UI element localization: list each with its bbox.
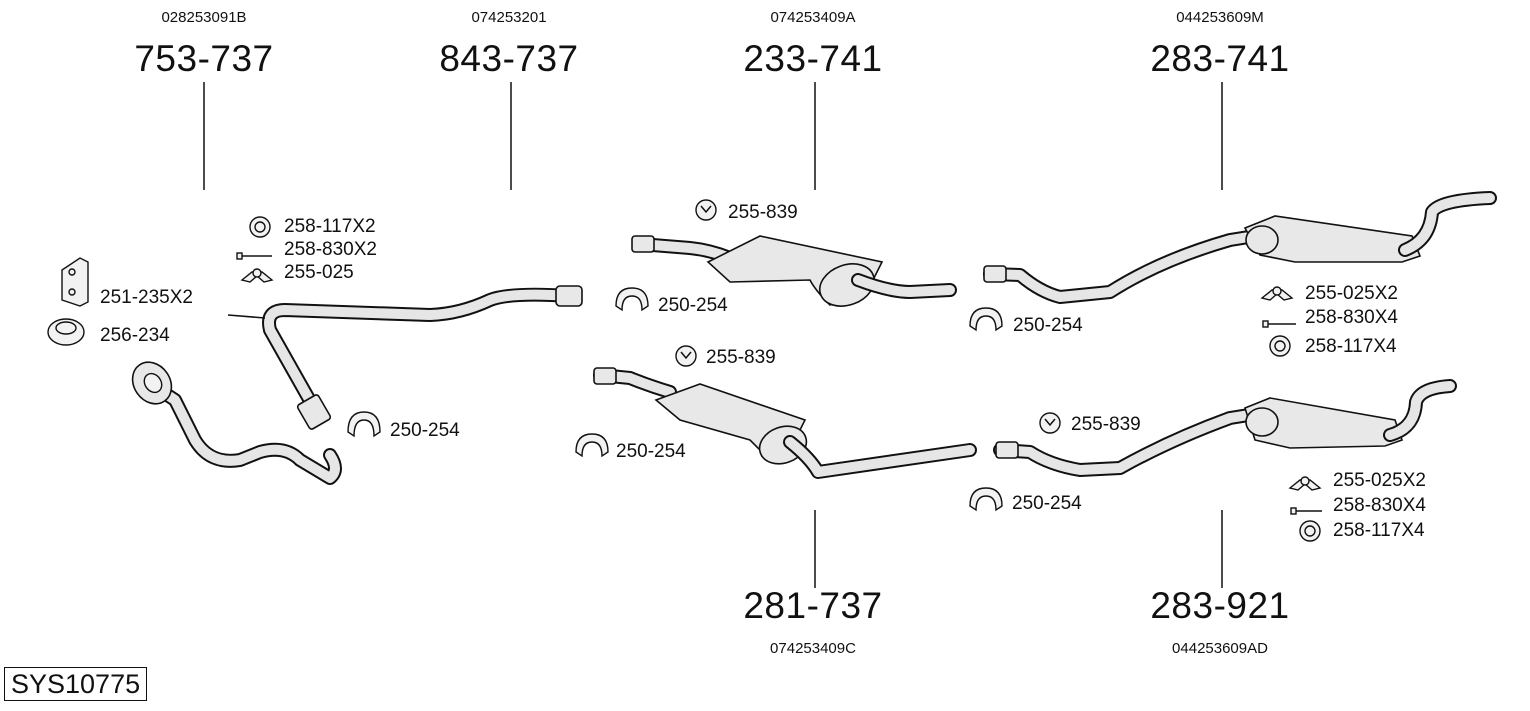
accessory-label[interactable]: 251-235X2 [100, 287, 193, 308]
oem-number-p2: 074253201 [471, 9, 547, 26]
oem-number-p6: 044253609AD [1172, 640, 1268, 657]
accessory-label[interactable]: 255-839 [706, 347, 776, 368]
accessory-label[interactable]: 255-839 [728, 202, 798, 223]
accessory-label[interactable]: 256-234 [100, 325, 170, 346]
accessory-label[interactable]: 258-117X4 [1333, 520, 1425, 541]
rear-muffler-283-741[interactable] [983, 191, 1497, 304]
oem-number-p3: 074253409A [770, 9, 856, 26]
accessory-label[interactable]: 258-117X2 [284, 216, 376, 237]
part-number-p3[interactable]: 233-741 [743, 38, 883, 79]
hanger-icon [1288, 476, 1322, 491]
rubber-mount-icon [675, 345, 697, 367]
center-muffler-233-741[interactable] [631, 235, 957, 313]
intermediate-pipe-843-737[interactable] [227, 285, 583, 430]
accessory-label[interactable]: 255-025X2 [1333, 470, 1426, 491]
part-number-p2[interactable]: 843-737 [439, 38, 579, 79]
clamp-icon [575, 433, 609, 458]
oem-number-p1: 028253091B [161, 9, 247, 26]
ring-icon [1299, 520, 1321, 542]
accessory-label[interactable]: 255-025 [284, 262, 354, 283]
accessory-label[interactable]: 255-839 [1071, 414, 1141, 435]
rubber-mount-icon [1039, 412, 1061, 434]
clamp-icon [615, 287, 649, 312]
accessory-label[interactable]: 258-830X4 [1333, 495, 1426, 516]
accessory-label[interactable]: 258-830X4 [1305, 307, 1398, 328]
bracket-icon [61, 257, 89, 307]
part-number-p4[interactable]: 283-741 [1150, 38, 1290, 79]
accessory-label[interactable]: 258-830X2 [284, 239, 377, 260]
hanger-icon [1260, 286, 1294, 301]
accessory-label[interactable]: 258-117X4 [1305, 336, 1397, 357]
bolt-icon [1262, 320, 1296, 328]
oem-number-p4: 044253609M [1176, 9, 1264, 26]
accessory-label[interactable]: 250-254 [616, 441, 686, 462]
clamp-icon [969, 487, 1003, 512]
bolt-icon [236, 252, 272, 260]
center-muffler-281-737[interactable] [593, 367, 977, 479]
part-number-p5[interactable]: 281-737 [743, 585, 883, 626]
hanger-icon [240, 268, 274, 283]
part-number-p1[interactable]: 753-737 [134, 38, 274, 79]
front-pipe-753-737[interactable] [125, 355, 342, 485]
ring-icon [249, 216, 271, 238]
accessory-label[interactable]: 250-254 [1013, 315, 1083, 336]
accessory-label[interactable]: 250-254 [390, 420, 460, 441]
bolt-icon [1290, 507, 1322, 515]
rubber-mount-icon [695, 199, 717, 221]
part-number-p6[interactable]: 283-921 [1150, 585, 1290, 626]
gasket-icon [47, 318, 85, 346]
accessory-label[interactable]: 250-254 [658, 295, 728, 316]
clamp-icon [347, 411, 381, 438]
ring-icon [1269, 335, 1291, 357]
accessory-label[interactable]: 255-025X2 [1305, 283, 1398, 304]
accessory-label[interactable]: 250-254 [1012, 493, 1082, 514]
clamp-icon [969, 307, 1003, 332]
rear-muffler-283-921[interactable] [993, 379, 1457, 477]
system-id-label: SYS10775 [4, 667, 148, 701]
oem-number-p5: 074253409C [770, 640, 856, 657]
